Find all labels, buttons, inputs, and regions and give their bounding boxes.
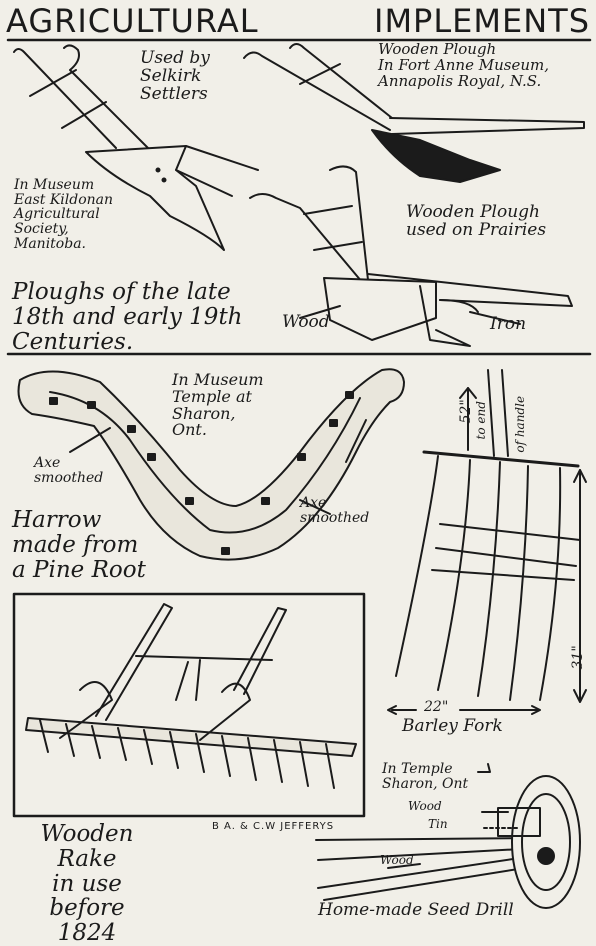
label-fork-31: 31" bbox=[569, 645, 586, 670]
label-seed-drill: Home-made Seed Drill bbox=[318, 900, 514, 920]
selkirk-plough-drawing bbox=[13, 44, 259, 251]
prairie-plough-drawing bbox=[249, 165, 573, 347]
label-fork-of-handle: of handle bbox=[513, 395, 528, 453]
rake-frame bbox=[12, 592, 366, 818]
label-fork-52: 52" bbox=[457, 399, 474, 424]
label-prairie-plough: Wooden Plough used on Prairies bbox=[406, 202, 547, 240]
label-drill-wood-bottom: Wood bbox=[380, 853, 414, 867]
label-fork-22: 22" bbox=[424, 699, 449, 715]
harrow-drawing bbox=[17, 368, 405, 561]
label-temple-sharon: In Temple Sharon, Ont bbox=[382, 761, 469, 792]
title-word-implements: IMPLEMENTS bbox=[374, 2, 591, 40]
label-fork-to-end: to end bbox=[473, 401, 488, 440]
label-ploughs-caption: Ploughs of the late 18th and early 19th … bbox=[12, 279, 243, 355]
barley-fork-drawing bbox=[387, 369, 587, 715]
label-harrow-caption: Harrow made from a Pine Root bbox=[12, 507, 146, 583]
label-drill-wood-top: Wood bbox=[408, 799, 442, 813]
label-wood: Wood bbox=[282, 312, 330, 332]
label-museum-kildonan: In Museum East Kildonan Agricultural Soc… bbox=[14, 177, 114, 252]
wooden-rake-drawing bbox=[25, 603, 357, 789]
label-axe-smoothed-left: Axe smoothed bbox=[34, 455, 104, 486]
label-rake-caption: Wooden Rake in use before 1824 bbox=[40, 821, 134, 946]
artist-credit: B A. & C.W JEFFERYS bbox=[212, 821, 335, 832]
label-fort-anne: Wooden Plough In Fort Anne Museum, Annap… bbox=[378, 40, 549, 90]
title-word-agricultural: AGRICULTURAL bbox=[6, 2, 259, 40]
label-iron: Iron bbox=[490, 314, 527, 334]
label-temple-museum: In Museum Temple at Sharon, Ont. bbox=[172, 370, 264, 440]
label-barley-fork: Barley Fork bbox=[402, 716, 503, 736]
seed-drill-drawing bbox=[315, 763, 581, 909]
label-axe-smoothed-right: Axe smoothed bbox=[300, 495, 370, 526]
label-drill-tin: Tin bbox=[428, 817, 448, 831]
fort-anne-plough-drawing bbox=[243, 43, 585, 183]
label-selkirk: Used by Selkirk Settlers bbox=[140, 48, 210, 104]
